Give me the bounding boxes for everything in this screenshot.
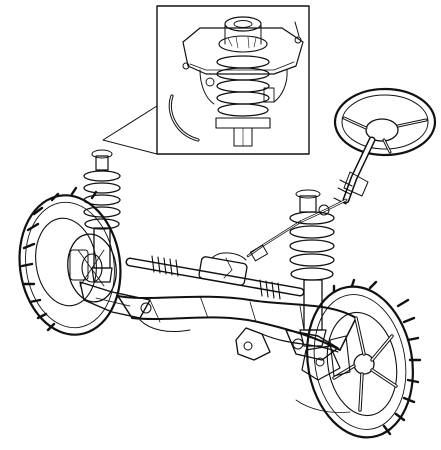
steering-column xyxy=(246,136,376,262)
steering-wheel xyxy=(333,87,437,157)
steering-rack xyxy=(125,252,305,300)
right-coil-spring-strut xyxy=(289,189,335,347)
ground-line xyxy=(295,399,351,413)
strut-mount-detail-inset xyxy=(102,5,310,155)
right-wheel-tyre xyxy=(301,278,422,439)
left-coil-spring-strut xyxy=(83,149,121,283)
left-wheel-tyre xyxy=(18,186,122,336)
